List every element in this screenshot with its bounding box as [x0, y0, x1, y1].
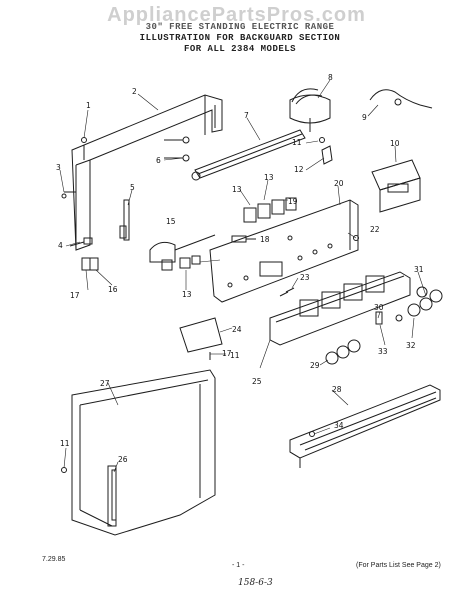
callout-5: 5: [130, 183, 135, 192]
callout-3: 3: [56, 163, 61, 172]
callout-2: 2: [132, 87, 137, 96]
control-panel: [209, 199, 359, 303]
callout-15: 15: [166, 217, 176, 226]
callout-22: 22: [370, 225, 380, 234]
callout-10: 10: [390, 139, 400, 148]
callout-30: 30: [374, 303, 384, 312]
callout-17: 17: [70, 291, 80, 300]
callout-11: 11: [292, 138, 302, 147]
handwritten-note: 158-6-3: [238, 578, 273, 588]
callout-31: 31: [414, 265, 424, 274]
switches-upper: [243, 197, 297, 223]
left-side-hardware: [61, 137, 130, 271]
control-knobs: [325, 286, 443, 365]
clip: [319, 137, 333, 165]
insulation-pad: [179, 317, 223, 360]
callout-28: 28: [332, 385, 342, 394]
callout-27: 27: [100, 379, 110, 388]
callout-13b: 13: [264, 173, 274, 182]
lamp-cord: [369, 89, 433, 109]
backguard-bracket: [71, 94, 223, 251]
callout-4: 4: [58, 241, 63, 250]
callout-13c: 13: [182, 290, 192, 299]
callout-19: 19: [288, 197, 298, 206]
callout-33: 33: [378, 347, 388, 356]
footer-page-number: - 1 -: [232, 562, 245, 569]
connector: [231, 235, 256, 243]
callout-11b: 11: [230, 351, 240, 360]
backguard-face: [269, 271, 411, 346]
grille-screw: [309, 431, 315, 437]
callout-25: 25: [252, 377, 262, 386]
callout-26: 26: [118, 455, 128, 464]
callout-8: 8: [328, 73, 333, 82]
footer-parts-list-note: (For Parts List See Page 2): [356, 562, 441, 569]
vent-grille: [289, 384, 441, 468]
callout-23: 23: [300, 273, 310, 282]
diagram-title-line-3: FOR ALL 2384 MODELS: [183, 44, 297, 54]
callout-18: 18: [260, 235, 270, 244]
leader-lines: [59, 79, 427, 473]
callout-34: 34: [334, 421, 344, 430]
rear-panel: [61, 369, 216, 536]
callout-13: 13: [232, 185, 242, 194]
callout-29: 29: [310, 361, 320, 370]
callout-1: 1: [86, 101, 91, 110]
callout-32: 32: [406, 341, 416, 350]
callout-numbers: 1 2 3 4 5 6 7 8 9 10 11 12 13 13 13 15 1…: [56, 73, 424, 464]
callout-11c: 11: [60, 439, 70, 448]
screws-top: [164, 136, 190, 162]
callout-12: 12: [294, 165, 304, 174]
lamp-tube: [191, 129, 306, 181]
clock-timer: [371, 159, 421, 213]
callout-24: 24: [232, 325, 242, 334]
callout-7: 7: [244, 111, 249, 120]
footer-date: 7.29.85: [42, 556, 66, 563]
diagram-title-line-1: 30" FREE STANDING ELECTRIC RANGE: [145, 22, 335, 32]
lamp-socket: [149, 234, 216, 271]
watermark: AppliancePartsPros.com: [107, 4, 366, 26]
small-hardware: [279, 235, 359, 297]
callout-6: 6: [156, 156, 161, 165]
callout-16: 16: [108, 285, 118, 294]
callout-9: 9: [362, 113, 367, 122]
callout-20: 20: [334, 179, 344, 188]
wiring-bundle: [289, 88, 331, 132]
callout-17b: 17: [222, 349, 232, 358]
diagram-title-line-2: ILLUSTRATION FOR BACKGUARD SECTION: [139, 33, 341, 43]
